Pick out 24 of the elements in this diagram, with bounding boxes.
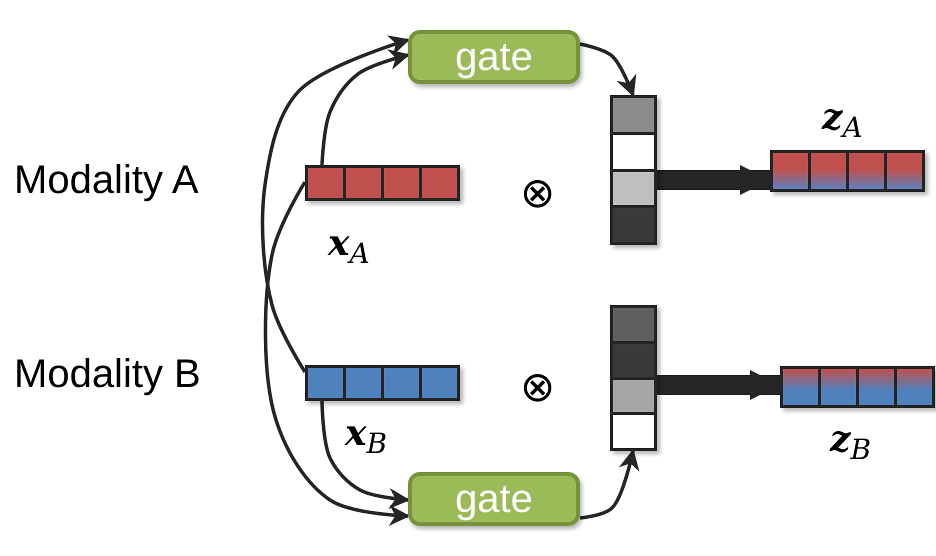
vector-label: x$_{B}$: [345, 412, 388, 460]
vector-label: z$_{A}$: [822, 96, 863, 144]
feature-vector: [780, 366, 935, 408]
curved-arrow: [320, 400, 410, 509]
gate-box: gate: [408, 30, 580, 84]
tensor-product-symbol: ⊗: [520, 362, 556, 411]
modality-label: Modality A: [14, 158, 199, 203]
feature-vector: [305, 165, 460, 201]
curved-arrow: [260, 35, 410, 373]
gate-vector: [610, 305, 657, 451]
feature-vector: [305, 365, 460, 401]
curved-arrow: [320, 49, 410, 166]
curved-arrow: [580, 42, 636, 97]
modality-label: Modality B: [14, 352, 201, 397]
vector-label: z$_{B}$: [830, 418, 872, 466]
curved-arrow: [580, 448, 640, 520]
gate-box: gate: [408, 472, 580, 526]
block-arrow: [657, 370, 780, 400]
vector-label: x$_{A}$: [328, 222, 370, 270]
curved-arrow: [264, 181, 410, 526]
gate-vector: [610, 95, 657, 245]
block-arrow: [657, 165, 770, 195]
feature-vector: [770, 150, 925, 192]
tensor-product-symbol: ⊗: [520, 168, 556, 217]
